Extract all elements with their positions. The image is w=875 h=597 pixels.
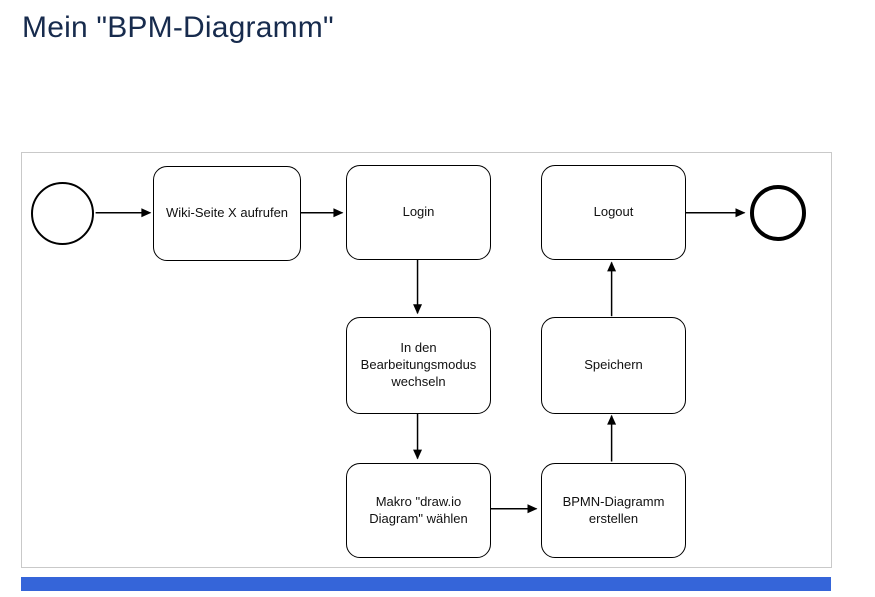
task-login: Login [346,165,491,260]
task-label: Makro "draw.io Diagram" wählen [369,493,468,526]
drawio-diagram-canvas[interactable]: Wiki-Seite X aufrufen Login Logout In de… [21,152,832,568]
task-logout: Logout [541,165,686,260]
task-wiki-seite-aufrufen: Wiki-Seite X aufrufen [153,166,301,261]
task-makro-drawio-waehlen: Makro "draw.io Diagram" wählen [346,463,491,558]
end-event-circle [750,185,806,241]
selection-highlight-bar [21,577,831,591]
flow-arrows [95,208,746,514]
task-label: BPMN-Diagramm erstellen [562,493,665,526]
task-label: In den Bearbeitungsmodus wechseln [360,340,477,389]
task-label: Speichern [584,357,643,373]
task-label: Logout [593,204,634,220]
task-bearbeitungsmodus: In den Bearbeitungsmodus wechseln [346,317,491,414]
task-bpmn-diagramm-erstellen: BPMN-Diagramm erstellen [541,463,686,558]
task-speichern: Speichern [541,317,686,414]
page-title: Mein "BPM-Diagramm" [22,11,334,44]
start-event-circle [31,182,94,245]
task-label: Wiki-Seite X aufrufen [165,205,289,221]
task-label: Login [402,204,435,220]
